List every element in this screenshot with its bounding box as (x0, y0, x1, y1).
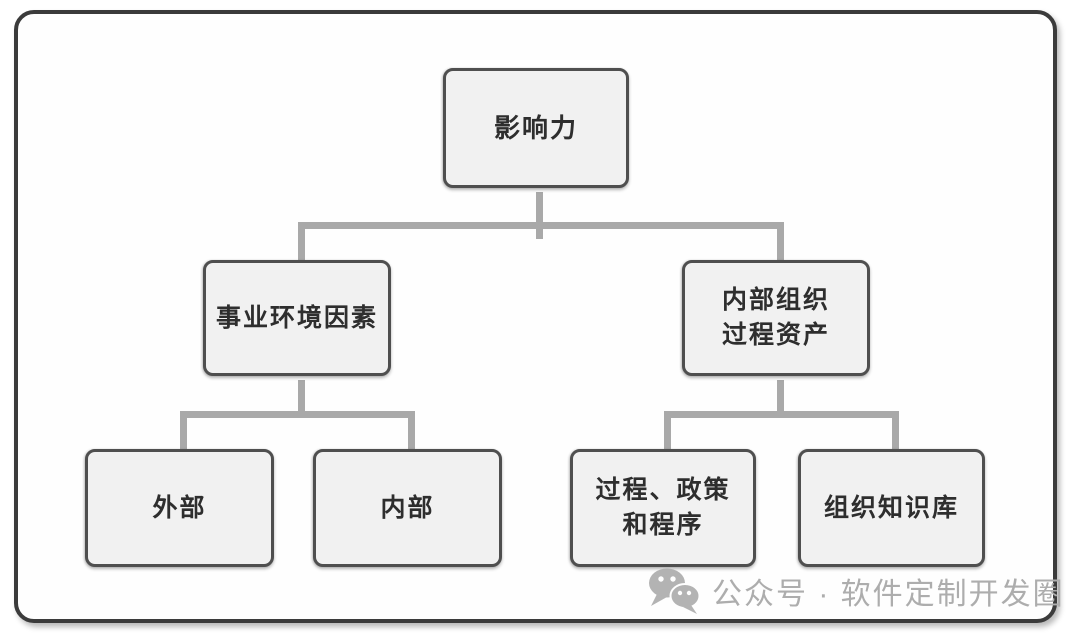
connector-root-stem (536, 192, 543, 239)
node-opa-label-line1: 内部组织 (721, 286, 830, 314)
node-opa-label-line2: 过程资产 (721, 321, 830, 349)
connector-internal-drop (408, 411, 415, 453)
node-influence-label: 影响力 (493, 112, 578, 143)
connector-ppp-drop (664, 411, 671, 453)
connector-level2-bar (298, 222, 784, 229)
node-ppp-label-line1: 过程、政策 (595, 476, 731, 504)
wechat-icon (649, 568, 701, 614)
node-okb-label: 组织知识库 (823, 493, 959, 522)
connector-external-drop (180, 411, 187, 453)
node-organizational-knowledge-base: 组织知识库 (798, 449, 985, 567)
connector-eef-stem (298, 380, 305, 418)
connector-opa-stem (777, 380, 784, 418)
connector-eef-children-bar (180, 411, 415, 418)
node-eef-label: 事业环境因素 (215, 303, 378, 332)
watermark-text: 公众号 · 软件定制开发圈 (712, 578, 1065, 611)
node-internal-label: 内部 (380, 493, 435, 522)
connector-opa-children-bar (664, 411, 899, 418)
node-enterprise-environmental-factors: 事业环境因素 (203, 260, 391, 376)
connector-opa-drop (777, 222, 784, 264)
node-external-label: 外部 (152, 493, 207, 522)
node-organizational-process-assets: 内部组织 过程资产 (682, 260, 870, 376)
connector-okb-drop (892, 411, 899, 453)
node-processes-policies-procedures: 过程、政策 和程序 (570, 449, 756, 567)
node-ppp-label-line2: 和程序 (622, 511, 704, 539)
node-influence: 影响力 (443, 68, 629, 188)
connector-eef-drop (298, 222, 305, 264)
node-external: 外部 (85, 449, 274, 567)
watermark: 公众号 · 软件定制开发圈 (646, 566, 1065, 616)
node-internal: 内部 (313, 449, 502, 567)
